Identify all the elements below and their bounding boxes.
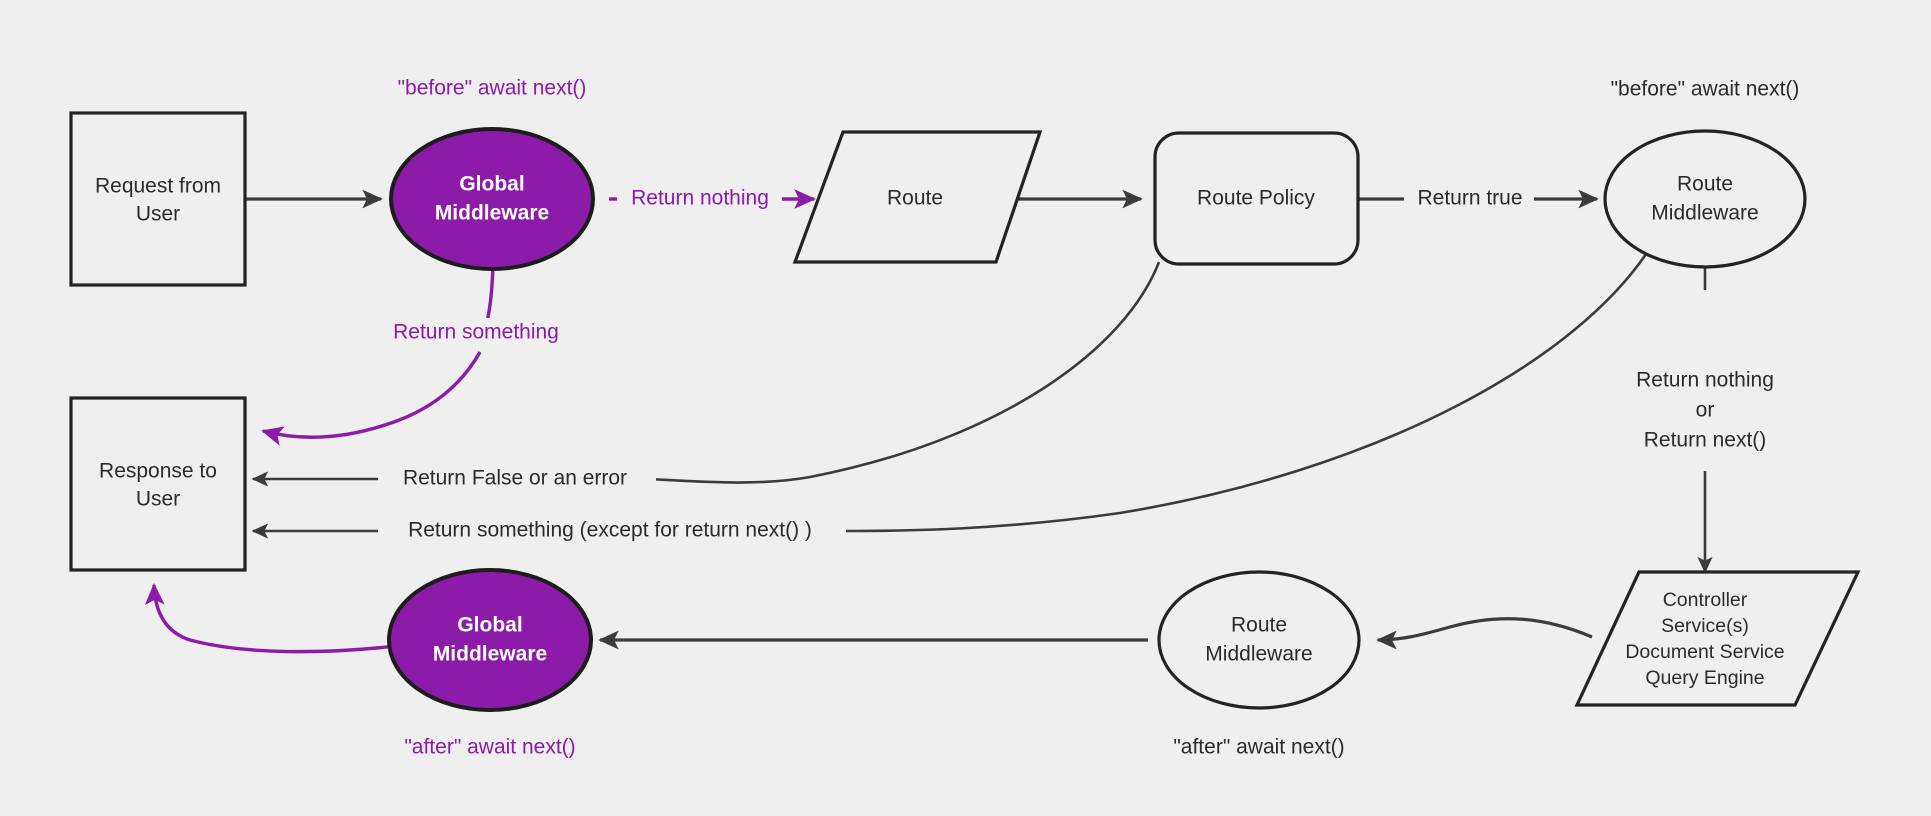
node-label-response-to-user-line2: User (136, 488, 180, 511)
label-backdrop-return-true (1404, 185, 1534, 213)
node-label-route-middleware-after-line1: Route (1231, 614, 1287, 637)
node-label-route: Route (887, 187, 943, 210)
node-label-route-policy: Route Policy (1197, 187, 1315, 210)
node-global-middleware-after[interactable]: Global Middleware (387, 568, 593, 712)
edge-label-return-something: Return something (393, 321, 559, 344)
node-request-from-user[interactable]: Request from User (69, 111, 247, 287)
annotation-after-await-next-route: "after" await next() (1173, 736, 1344, 759)
edge-global-after-to-response (144, 583, 421, 654)
edge-label-return-true: Return true (1417, 187, 1522, 210)
node-route-middleware-before[interactable]: Route Middleware (1603, 129, 1807, 269)
node-label-global-middleware-before-line1: Global (459, 173, 524, 196)
node-route-policy[interactable]: Route Policy (1153, 131, 1360, 266)
node-label-controller-line2: Service(s) (1661, 615, 1749, 637)
label-backdrop-return-nothing (617, 185, 782, 213)
node-label-global-middleware-before-line2: Middleware (435, 202, 549, 225)
annotation-before-await-next-global: "before" await next() (398, 77, 587, 100)
edge-label-return-false-or-error: Return False or an error (403, 467, 627, 490)
edge-label-return-nothing: Return nothing (631, 187, 769, 210)
node-label-route-middleware-before-line1: Route (1677, 173, 1733, 196)
annotation-after-await-next-global: "after" await next() (404, 736, 575, 759)
node-route[interactable]: Route (792, 130, 1043, 264)
node-label-route-middleware-before-line2: Middleware (1651, 202, 1758, 225)
label-backdrop-return-something-except (378, 516, 846, 546)
label-backdrop-before-route (1590, 76, 1820, 106)
node-label-controller-line4: Query Engine (1645, 667, 1764, 689)
edge-routemw-to-response-curve (840, 244, 1654, 533)
node-global-middleware-before[interactable]: Global Middleware (389, 127, 595, 271)
node-label-response-to-user-line1: Response to (99, 460, 217, 483)
node-controller-services[interactable]: Controller Service(s) Document Service Q… (1574, 570, 1861, 707)
label-backdrop-return-something (380, 318, 572, 348)
label-backdrop-return-nothing-or-next (1614, 367, 1796, 471)
edge-label-return-something-except: Return something (except for return next… (408, 519, 812, 542)
label-backdrop-return-false (378, 464, 656, 494)
node-label-global-middleware-after-line2: Middleware (433, 643, 547, 666)
node-response-to-user[interactable]: Response to User (69, 396, 247, 572)
edge-policy-to-response-curve (647, 261, 1161, 484)
edge-label-or: or (1696, 399, 1715, 422)
annotation-before-await-next-route: "before" await next() (1611, 78, 1800, 101)
node-label-controller-line1: Controller (1663, 589, 1748, 611)
node-route-middleware-after[interactable]: Route Middleware (1157, 570, 1361, 710)
edge-label-return-next: Return next() (1644, 429, 1767, 452)
node-label-controller-line3: Document Service (1625, 641, 1784, 663)
edge-global-to-response-lower (261, 351, 482, 446)
node-label-request-from-user-line2: User (136, 203, 180, 226)
node-label-request-from-user-line1: Request from (95, 175, 221, 198)
label-backdrop-before-global (376, 75, 614, 105)
node-label-route-middleware-after-line2: Middleware (1205, 643, 1312, 666)
edge-controller-to-routemw-after (1376, 617, 1593, 650)
edge-global-to-response-upper (485, 263, 495, 323)
edge-label-return-nothing-2: Return nothing (1636, 369, 1774, 392)
node-label-global-middleware-after-line1: Global (457, 614, 522, 637)
